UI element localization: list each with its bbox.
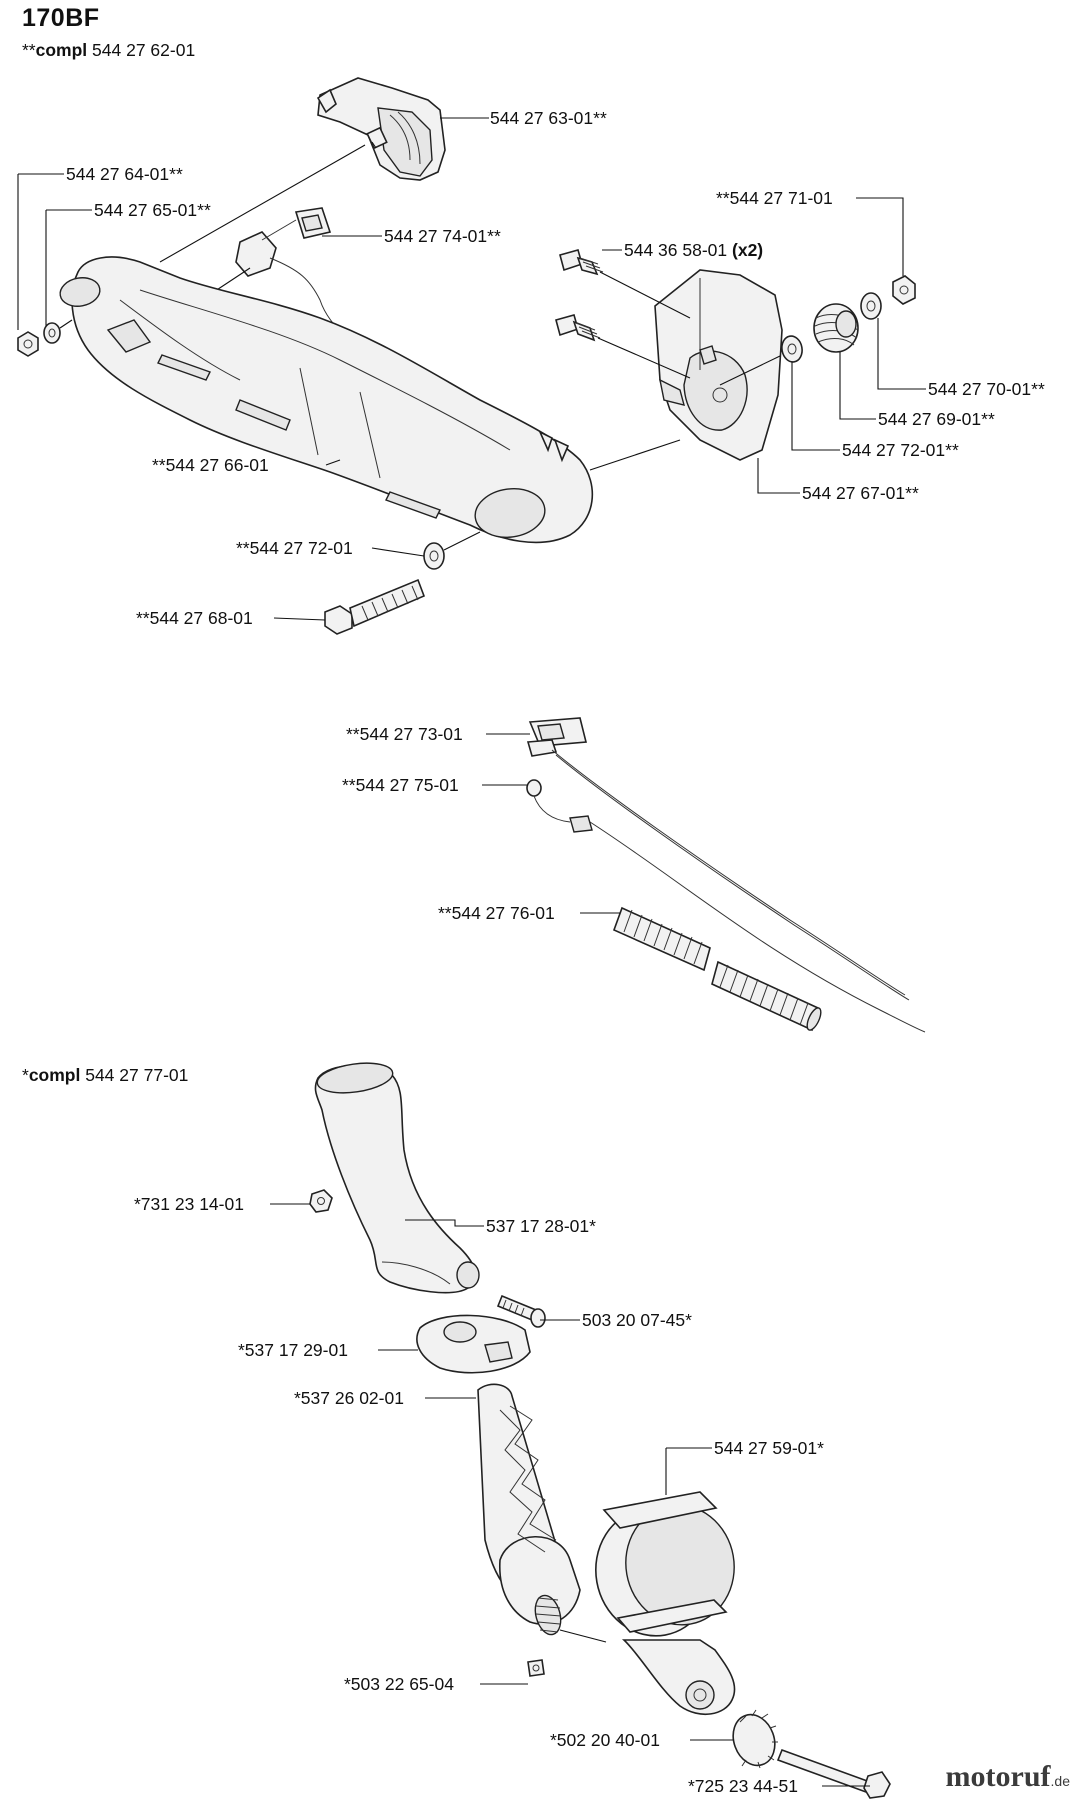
part-cable-wire xyxy=(526,779,926,1033)
watermark-logo: motoruf.de xyxy=(945,1760,1070,1793)
label-537-17-29-01: *537 17 29-01 xyxy=(238,1340,348,1360)
label-544-27-72-01-lower: **544 27 72-01 xyxy=(236,538,353,558)
label-503-22-65-04: *503 22 65-04 xyxy=(344,1674,454,1694)
part-bolt-68 xyxy=(324,578,426,635)
part-shaft-537-26 xyxy=(477,1383,581,1636)
label-544-27-72-01-right: 544 27 72-01** xyxy=(842,440,959,460)
label-544-27-76-01: **544 27 76-01 xyxy=(438,903,555,923)
part-washer-left xyxy=(43,322,61,344)
label-544-36-58-01: 544 36 58-01 (x2) xyxy=(624,240,764,260)
part-bolt-upper xyxy=(559,249,604,276)
label-544-27-71-01: **544 27 71-01 xyxy=(716,188,833,208)
part-housing-top xyxy=(316,77,446,181)
label-544-27-64-01: 544 27 64-01** xyxy=(66,164,183,184)
part-bolt-725-23 xyxy=(776,1748,891,1799)
label-725-23-44-51: *725 23 44-51 xyxy=(688,1776,798,1796)
label-502-20-40-01: *502 20 40-01 xyxy=(550,1730,660,1750)
label-544-27-63-01: 544 27 63-01** xyxy=(490,108,607,128)
part-cable-connector xyxy=(526,717,910,1001)
part-screw-503-20 xyxy=(496,1294,546,1328)
label-503-20-07-45: 503 20 07-45* xyxy=(582,1310,692,1330)
label-544-27-74-01: 544 27 74-01** xyxy=(384,226,501,246)
part-nut-left xyxy=(17,331,39,357)
assembly-header-1: **compl 544 27 62-01 xyxy=(22,40,196,60)
part-bolt-lower xyxy=(555,314,601,342)
part-clamp-537-17-29 xyxy=(416,1314,531,1374)
label-544-27-68-01: **544 27 68-01 xyxy=(136,608,253,628)
part-spring xyxy=(813,303,859,353)
diagram-title: 170BF xyxy=(22,4,100,32)
label-544-27-75-01: **544 27 75-01 xyxy=(342,775,459,795)
part-tube-clamp-544-27-59 xyxy=(595,1491,736,1715)
label-544-27-59-01: 544 27 59-01* xyxy=(714,1438,824,1458)
part-gear-502-20 xyxy=(732,1709,778,1769)
part-nut-503-22 xyxy=(527,1659,545,1677)
label-544-27-65-01: 544 27 65-01** xyxy=(94,200,211,220)
part-washer-72-right xyxy=(781,335,803,363)
label-537-26-02-01: *537 26 02-01 xyxy=(294,1388,404,1408)
part-washer-72-lower xyxy=(423,542,445,570)
part-washer-70 xyxy=(860,292,882,320)
label-731-23-14-01: *731 23 14-01 xyxy=(134,1194,244,1214)
part-grip-handle xyxy=(314,1062,480,1294)
label-537-17-28-01: 537 17 28-01* xyxy=(486,1216,596,1236)
label-544-27-69-01: 544 27 69-01** xyxy=(878,409,995,429)
part-nut-731 xyxy=(309,1189,333,1213)
label-544-27-66-01: **544 27 66-01 xyxy=(152,455,269,475)
label-544-27-67-01: 544 27 67-01** xyxy=(802,483,919,503)
part-side-cover xyxy=(654,269,783,461)
part-nut-71 xyxy=(892,275,916,305)
label-544-27-70-01: 544 27 70-01** xyxy=(928,379,1045,399)
part-main-handle xyxy=(59,256,594,544)
label-544-27-73-01: **544 27 73-01 xyxy=(346,724,463,744)
part-cable-sleeve xyxy=(612,906,822,1032)
assembly-header-2: *compl 544 27 77-01 xyxy=(22,1065,189,1085)
